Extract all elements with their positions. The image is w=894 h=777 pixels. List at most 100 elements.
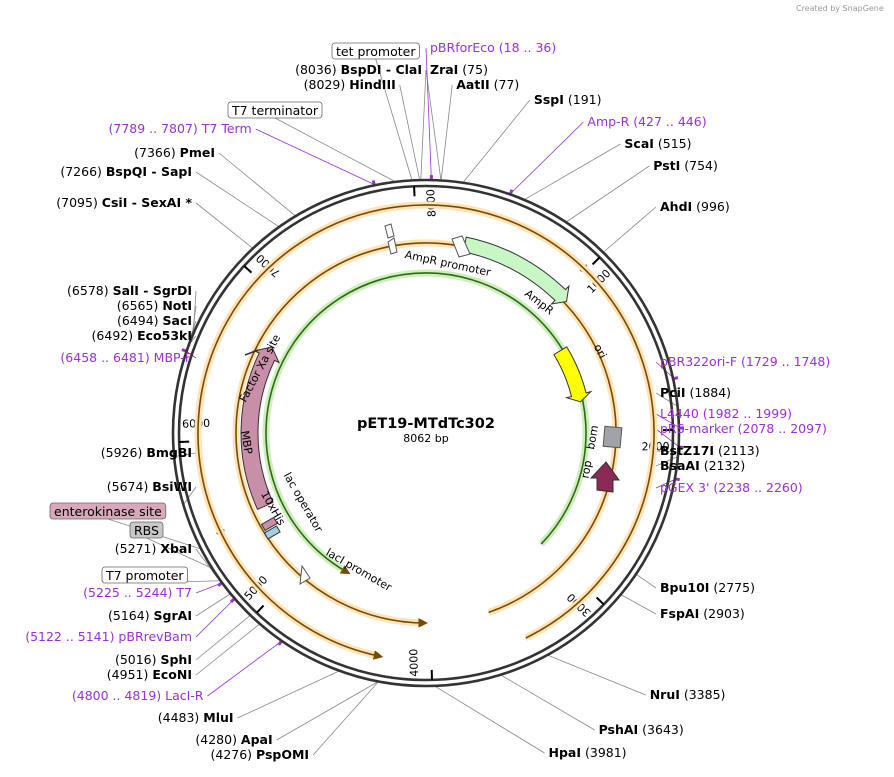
primer-mark	[181, 348, 187, 353]
site-label: NruI (3385)	[650, 687, 726, 702]
primer-connector	[207, 641, 282, 697]
site-connector	[603, 206, 657, 253]
site-connector	[195, 624, 260, 676]
site-label: FspAI (2903)	[660, 606, 745, 621]
feature-box-label: enterokinase site	[54, 504, 162, 519]
site-label: BsaAI (2132)	[660, 458, 745, 473]
site-connector	[218, 152, 296, 216]
orf-arc	[197, 204, 655, 660]
primer-label: L4440 (1982 .. 1999)	[660, 406, 792, 421]
primer-label: pBRforEco (18 .. 36)	[430, 40, 556, 55]
feature-label: lac operator	[281, 470, 326, 535]
primer-connector	[195, 598, 235, 638]
feature-label: bom	[584, 424, 601, 450]
site-connector	[195, 202, 253, 249]
site-label: PciI (1884)	[660, 385, 731, 400]
ori-arrow	[553, 346, 593, 403]
ampr-promoter-arrow	[451, 235, 471, 258]
bom-box	[602, 425, 623, 449]
primer-label: pBR322ori-F (1729 .. 1748)	[660, 354, 830, 369]
feature-box	[129, 521, 164, 539]
ampr-arrow	[462, 236, 570, 305]
site-label: (7095) CsiI - SexAI *	[56, 195, 192, 210]
site-label: SspI (191)	[534, 92, 602, 107]
site-label: (6492) Eco53kI	[92, 328, 192, 343]
scale-tick	[255, 604, 265, 614]
site-connector	[182, 486, 197, 506]
site-label: (4483) MluI	[158, 710, 234, 725]
backbone-outer-ring	[171, 178, 681, 688]
feature-box-label: T7 promoter	[105, 568, 184, 583]
site-label: (4280) ApaI	[195, 732, 272, 747]
plasmid-backbone	[171, 178, 681, 688]
snapgene-credit: Created by SnapGene	[796, 4, 884, 13]
feature-connector	[146, 537, 211, 568]
site-connector	[655, 450, 680, 453]
site-label: (8036) BspDI - ClaI	[295, 62, 422, 77]
site-connector	[655, 392, 679, 408]
primer-label: (5225 .. 5244) T7	[83, 585, 192, 600]
scale-tick-label: 4000	[407, 649, 421, 677]
site-connector	[425, 69, 442, 180]
his-tag	[260, 516, 278, 532]
site-label: (7266) BspQI - SapI	[60, 164, 192, 179]
primer-mark	[277, 640, 283, 646]
primer-label: Amp-R (427 .. 446)	[587, 114, 706, 129]
mbp-arrow	[240, 346, 281, 511]
primer-mark	[229, 598, 235, 603]
feature-box-label: T7 terminator	[231, 103, 319, 118]
site-connector	[548, 655, 646, 696]
site-label: HpaI (3981)	[549, 745, 627, 760]
site-labels: (8036) BspDI - ClaI(8029) HindIII(7366) …	[25, 40, 830, 762]
factor-xa-site	[244, 349, 259, 356]
primer-label: (5122 .. 5141) pBRrevBam	[25, 629, 192, 644]
primer-mark	[217, 582, 223, 587]
site-label: Bpu10I (2775)	[660, 580, 755, 595]
feature-box	[49, 502, 167, 520]
feature-connector	[274, 117, 395, 182]
site-connector	[440, 84, 453, 180]
site-connector	[195, 615, 250, 661]
primer-connector	[655, 428, 680, 448]
site-label: PshAI (3643)	[599, 722, 684, 737]
site-label: ZraI (75)	[430, 62, 488, 77]
site-label: (7366) PmeI	[134, 145, 215, 160]
primer-connector	[425, 47, 432, 180]
laci-arc	[265, 272, 587, 575]
site-connector	[636, 574, 657, 589]
primer-label: pGEX 3' (2238 .. 2260)	[660, 480, 803, 495]
primer-label: pRS-marker (2078 .. 2097)	[660, 421, 827, 436]
site-label: (5016) SphI	[115, 652, 192, 667]
site-connector	[312, 682, 379, 756]
site-connector	[525, 143, 621, 200]
site-connector	[276, 681, 378, 741]
plasmid-name: pET19-MTdTc302	[357, 416, 495, 432]
site-connector	[621, 594, 657, 615]
site-connector	[435, 686, 545, 754]
primer-label: (6458 .. 6481) MBP-F	[60, 350, 192, 365]
site-connector	[399, 84, 420, 180]
site-label: (6494) SacI	[117, 313, 192, 328]
feature-box-label: RBS	[134, 523, 159, 538]
site-label: AatII (77)	[456, 77, 519, 92]
primer-mark	[673, 376, 679, 380]
feature-label: lacI promoter	[324, 546, 395, 594]
feature-label: ori	[591, 342, 609, 361]
site-connector	[420, 69, 427, 180]
site-label: BstZ17I (2113)	[660, 443, 760, 458]
site-connector	[195, 593, 230, 617]
site-label: (4951) EcoNI	[107, 667, 192, 682]
primer-connector	[255, 128, 375, 185]
scale-tick	[595, 596, 605, 606]
site-connector	[173, 452, 197, 458]
site-connector	[501, 675, 595, 731]
site-label: ScaI (515)	[624, 136, 691, 151]
primer-connector	[195, 582, 222, 594]
scale-tick	[591, 256, 601, 266]
scale-tick	[243, 265, 253, 274]
site-label: (5926) BmgBI	[101, 445, 192, 460]
site-connector	[463, 99, 531, 183]
feature-label: rop	[579, 459, 595, 479]
